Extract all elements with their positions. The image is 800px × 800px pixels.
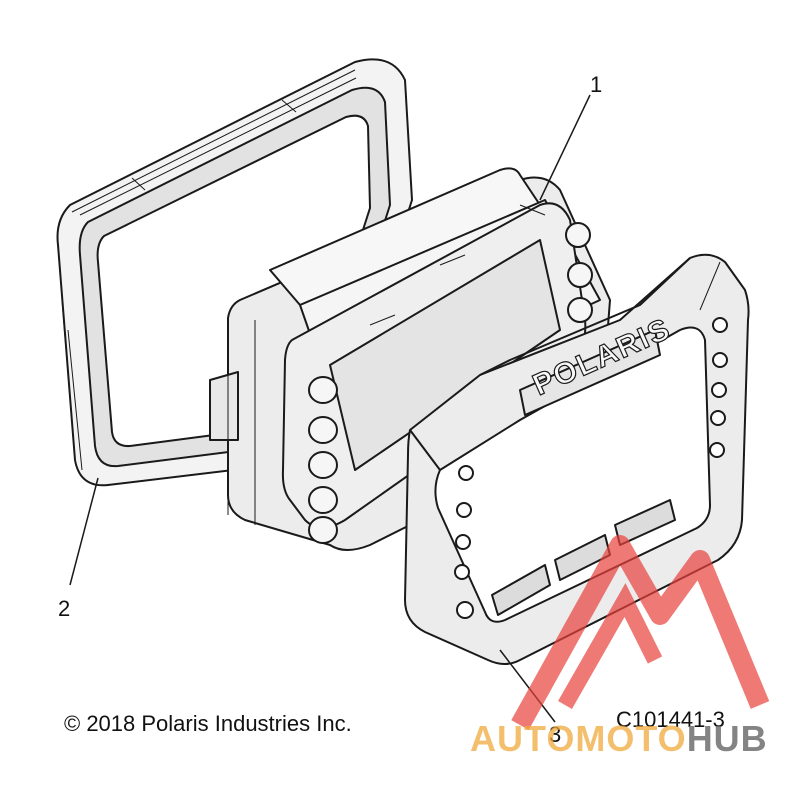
watermark-hub: HUB: [686, 718, 768, 759]
leader-lines: [69, 94, 591, 723]
bezel-frame: [404, 253, 750, 665]
watermark-logo-mark: [511, 535, 770, 730]
drawing-number: C101441-3: [616, 707, 725, 732]
callout-number-1: 1: [590, 72, 603, 97]
watermark-moto: MOTO: [575, 718, 687, 759]
watermark-text: AUTOMOTOHUB: [470, 718, 768, 760]
copyright-notice: © 2018 Polaris Industries Inc.: [64, 711, 352, 736]
leader-line-1: [539, 94, 591, 201]
leader-line-2: [69, 477, 99, 586]
leader-line-3: [499, 649, 556, 723]
callout-number-2: 2: [58, 596, 71, 621]
callout-number-3: 3: [549, 722, 562, 747]
watermark-auto: AUTO: [470, 718, 576, 759]
